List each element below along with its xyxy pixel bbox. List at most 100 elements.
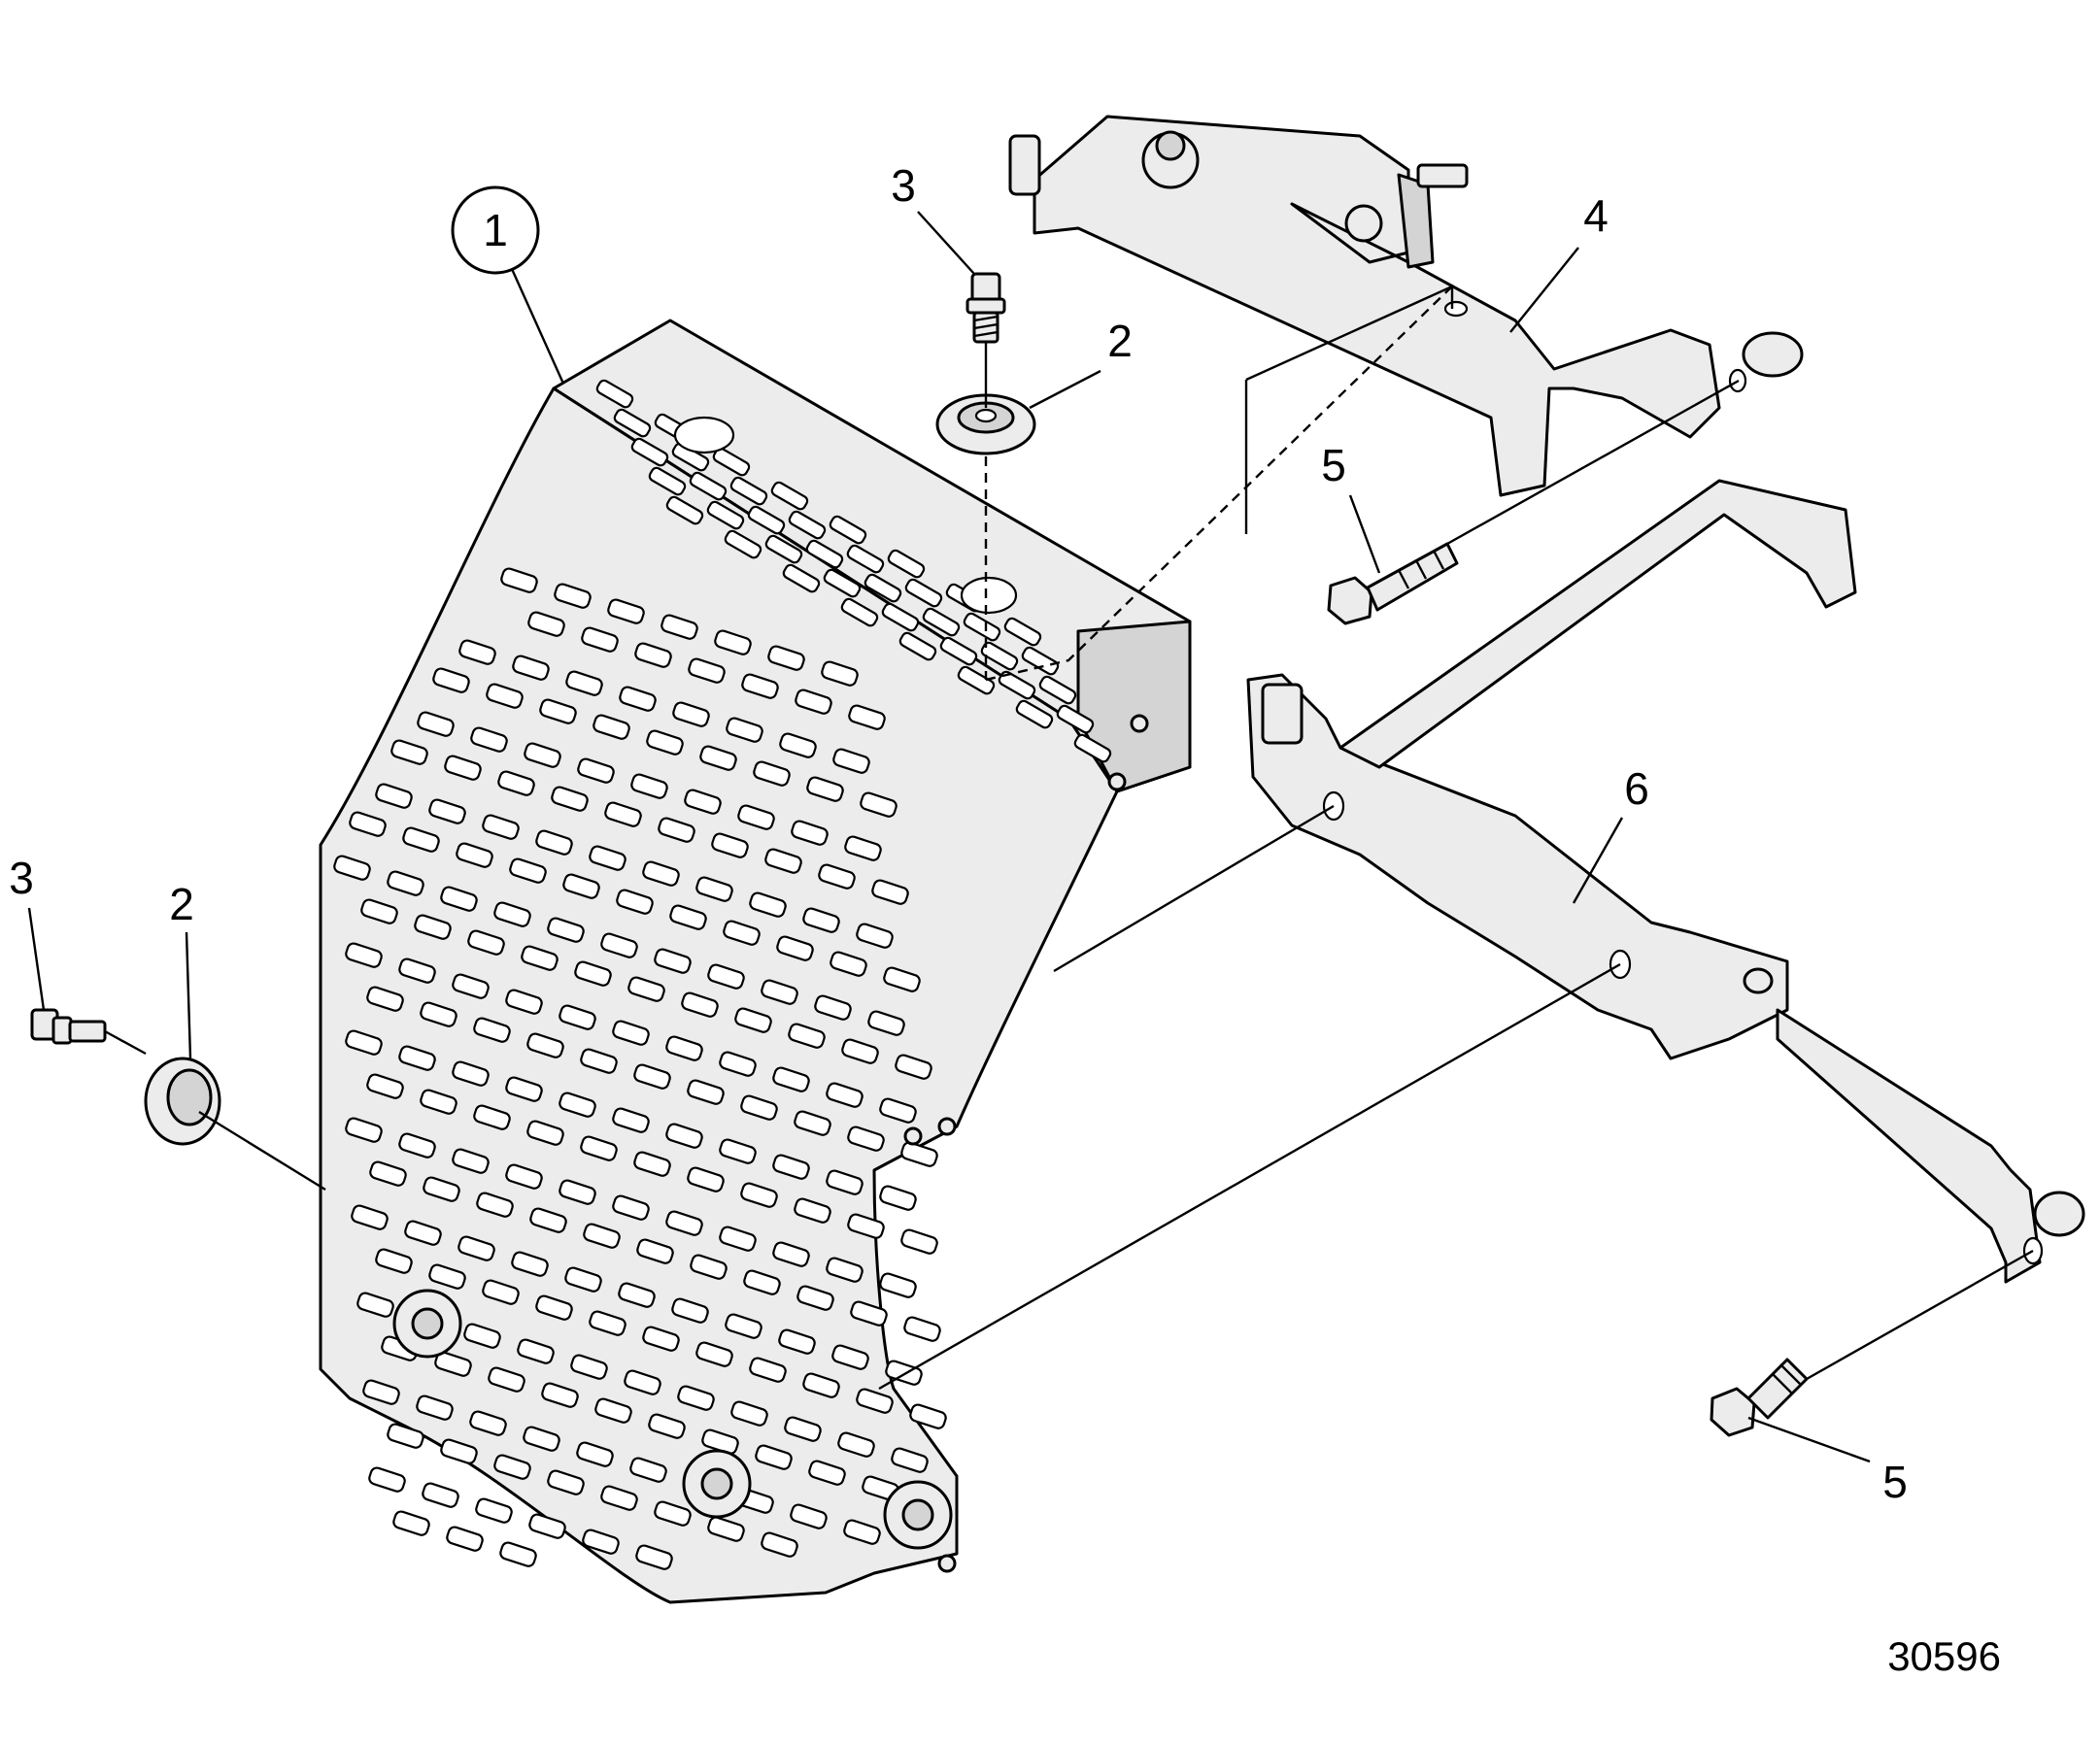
perforation-slot	[712, 447, 751, 477]
perforation-slot	[707, 1516, 745, 1542]
perforation-slot	[755, 1444, 793, 1470]
perforation-slot	[390, 739, 428, 765]
perforation-slot	[539, 698, 577, 724]
perforation-slot	[457, 1235, 495, 1261]
screw-bottom	[1710, 1358, 1809, 1437]
perforation-slot	[417, 711, 455, 737]
perforation-slot	[349, 811, 387, 837]
perforation-slot	[600, 1485, 638, 1511]
perforation-slot	[826, 1082, 864, 1108]
perforation-slot	[689, 471, 728, 501]
perforation-slot	[356, 1292, 394, 1318]
perforation-slot	[791, 820, 829, 846]
perforation-slot	[840, 597, 879, 627]
perforation-slot	[957, 665, 996, 695]
perforation-slot	[526, 1032, 564, 1058]
perforation-slot	[794, 1110, 831, 1136]
perforation-slot	[423, 1176, 460, 1202]
callout-circle-1	[451, 185, 540, 275]
perforation-slot	[360, 898, 398, 924]
perforation-slot	[458, 639, 496, 665]
perforation-slot	[818, 863, 856, 890]
perforation-slot	[612, 1107, 650, 1133]
perforation-slot	[847, 1125, 885, 1152]
perforation-slot	[714, 629, 752, 655]
perforation-slot	[505, 1076, 543, 1102]
perforation-slot	[452, 973, 490, 999]
perforation-slot	[826, 1257, 864, 1283]
perforation-slot	[963, 612, 1001, 642]
perforation-slot	[547, 917, 585, 943]
perforation-slot	[559, 1092, 596, 1118]
perforation-slot	[428, 798, 466, 824]
callout-label-2-left: 2	[169, 879, 194, 929]
perforation-slot	[711, 832, 749, 858]
perforation-slot	[841, 1038, 879, 1064]
callout-label-3-left: 3	[9, 853, 34, 903]
perforation-slot	[895, 1054, 932, 1080]
perforation-slot	[837, 1431, 875, 1458]
perforation-slot	[879, 1097, 917, 1124]
perforation-slot	[846, 544, 885, 574]
perforation-slot	[475, 1497, 513, 1524]
perforation-slot	[493, 901, 531, 927]
perforation-slot	[784, 1416, 822, 1442]
perforation-slot	[636, 1238, 674, 1264]
perforation-slot	[420, 1089, 457, 1115]
perforation-slot	[883, 966, 921, 992]
perforation-slot	[604, 801, 642, 827]
perforation-slot	[665, 1210, 703, 1236]
perforation-slot	[719, 1138, 757, 1164]
perforation-slot	[707, 963, 745, 990]
perforation-slot	[695, 876, 733, 902]
perforation-slot	[517, 1338, 555, 1364]
perforation-slot	[362, 1379, 400, 1405]
perforation-slot	[843, 1519, 881, 1545]
perforation-slot	[772, 1154, 810, 1180]
perforation-slot	[500, 567, 538, 593]
perforation-slot	[695, 1341, 733, 1367]
perforation-slot	[687, 1079, 725, 1105]
perforation-slot	[559, 1004, 596, 1030]
perforation-slot	[511, 1251, 549, 1277]
perforation-slot	[808, 1460, 846, 1486]
perforation-slot	[414, 914, 452, 940]
perforation-slot	[476, 1192, 514, 1218]
perforation-slot	[524, 742, 561, 768]
perforation-slot	[473, 1017, 511, 1043]
perforation-slot	[671, 1297, 709, 1324]
washer-left	[144, 1057, 221, 1146]
perforation-slot	[900, 1228, 938, 1255]
perforation-slot	[725, 1313, 762, 1339]
perforation-slot	[900, 1141, 938, 1167]
perforation-slot	[879, 1185, 917, 1211]
perforation-slot	[688, 657, 726, 684]
perforation-slot	[619, 686, 657, 712]
perforation-slot	[420, 1001, 457, 1027]
perforation-slot	[541, 1382, 579, 1408]
perforation-slot	[782, 563, 821, 593]
perforation-slot	[903, 1316, 941, 1342]
perforation-slot	[879, 1272, 917, 1298]
perforation-slot	[734, 1007, 772, 1033]
perforation-slot	[469, 1410, 507, 1436]
perforation-slot	[345, 1029, 383, 1056]
perforation-slot	[779, 732, 817, 758]
perforation-slot	[776, 935, 814, 961]
perforation-slot	[654, 1500, 692, 1527]
perforation-slot	[565, 670, 603, 696]
perforation-slot	[672, 701, 710, 727]
perforation-slot	[633, 1063, 671, 1090]
perforation-slot	[648, 1413, 686, 1439]
perforation-slot	[633, 1151, 671, 1177]
perforation-slot	[741, 673, 779, 699]
perforation-slot	[826, 1169, 864, 1195]
perforation-slot	[658, 817, 695, 843]
perforation-slot	[452, 1148, 490, 1174]
perforation-slot	[788, 1023, 826, 1049]
perforation-slot	[467, 929, 505, 956]
perforation-slot	[589, 845, 627, 871]
assembly-lines	[104, 281, 2034, 1391]
perforation-slot	[885, 1360, 923, 1386]
perforation-slot	[416, 1394, 454, 1421]
